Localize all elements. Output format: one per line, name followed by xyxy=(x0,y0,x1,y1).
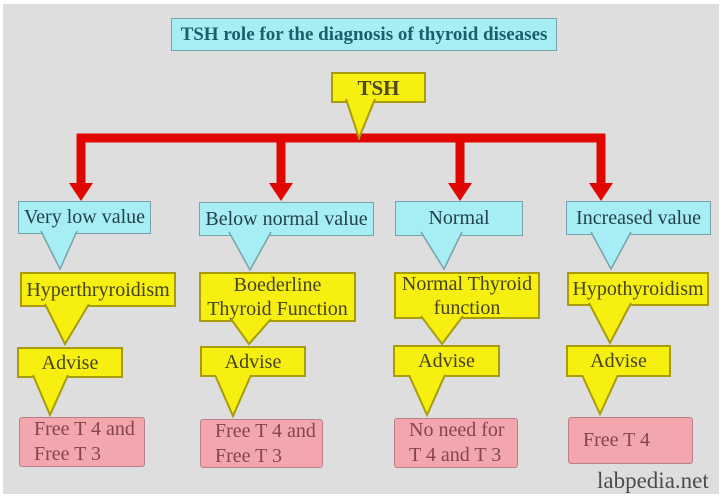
value-label: Increased value xyxy=(576,206,701,229)
value-node-normal: Normal xyxy=(395,201,523,236)
callout-tail xyxy=(588,302,632,346)
result-node-3: No need for T 4 and T 3 xyxy=(394,418,518,468)
diagnosis-node-normal-thyroid: Normal Thyroid function xyxy=(394,272,540,319)
result-node-1: Free T 4 and Free T 3 xyxy=(19,417,145,467)
advise-node-2: Advise xyxy=(200,346,306,377)
callout-tail xyxy=(581,374,619,417)
diagnosis-line: Normal Thyroid xyxy=(401,272,533,295)
root-node-tsh: TSH xyxy=(331,72,426,103)
value-label: Below normal value xyxy=(205,207,368,230)
callout-tail xyxy=(214,374,252,419)
diagnosis-line: Hypothyroidism xyxy=(572,278,704,300)
result-node-2: Free T 4 and Free T 3 xyxy=(200,419,323,468)
result-line: No need for xyxy=(409,419,505,441)
callout-tail xyxy=(590,231,632,271)
down-arrow-icon xyxy=(589,183,613,201)
value-label: Very low value xyxy=(23,206,146,228)
diagnosis-line: Hyperthryroidism xyxy=(26,278,170,301)
callout-tail xyxy=(32,374,69,418)
callout-tail xyxy=(230,318,272,346)
diagnosis-line: Thyroid Function xyxy=(207,298,348,320)
value-node-increased: Increased value xyxy=(566,201,711,235)
callout-tail xyxy=(420,231,463,271)
result-line: Free T 3 xyxy=(215,444,283,467)
diagram-title-text: TSH role for the diagnosis of thyroid di… xyxy=(180,23,548,45)
value-label: Normal xyxy=(428,207,490,229)
value-node-below-normal: Below normal value xyxy=(199,202,374,236)
callout-tail xyxy=(40,230,78,271)
down-arrow-icon xyxy=(448,183,472,201)
diagram-title: TSH role for the diagnosis of thyroid di… xyxy=(171,18,557,51)
diagnosis-node-hyperthyroidism: Hyperthryroidism xyxy=(20,272,176,307)
diagnosis-node-borderline: Boederline Thyroid Function xyxy=(199,272,356,322)
advise-label: Advise xyxy=(224,350,282,373)
root-node-label: TSH xyxy=(357,75,400,100)
watermark: labpedia.net xyxy=(597,468,709,493)
advise-label: Advise xyxy=(590,350,647,372)
result-line: Free T 4 and xyxy=(34,418,135,440)
down-arrow-icon xyxy=(69,183,93,201)
callout-tail xyxy=(228,231,272,272)
result-line: Free T 4 and xyxy=(215,419,316,442)
result-node-4: Free T 4 xyxy=(568,417,693,464)
tsh-callout-tail xyxy=(345,98,376,141)
advise-node-4: Advise xyxy=(566,345,671,377)
diagnosis-node-hypothyroidism: Hypothyroidism xyxy=(567,272,709,306)
callout-tail xyxy=(408,374,446,418)
callout-tail xyxy=(44,303,90,347)
advise-node-3: Advise xyxy=(393,345,500,377)
diagnosis-line: function xyxy=(433,296,501,319)
result-line: Free T 3 xyxy=(34,443,102,465)
advise-label: Advise xyxy=(41,351,99,374)
advise-label: Advise xyxy=(418,350,475,372)
down-arrow-icon xyxy=(269,183,293,201)
callout-tail xyxy=(420,315,464,346)
diagnosis-line: Boederline xyxy=(233,274,322,296)
result-line: Free T 4 xyxy=(583,429,651,451)
result-line: T 4 and T 3 xyxy=(409,444,502,466)
value-node-very-low: Very low value xyxy=(18,201,151,234)
advise-node-1: Advise xyxy=(17,347,123,378)
